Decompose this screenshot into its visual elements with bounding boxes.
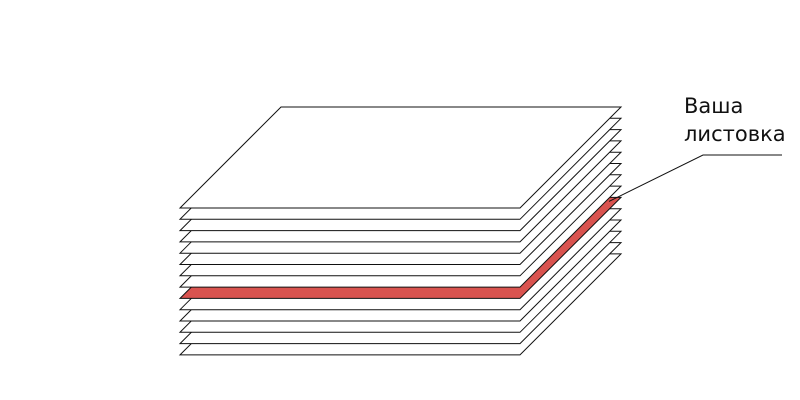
callout-line-2: листовка: [684, 122, 786, 146]
callout-leader-line: [608, 154, 782, 202]
callout-label: Ваша листовка: [684, 92, 786, 148]
sheet: [178, 106, 623, 209]
callout-line-1: Ваша: [684, 94, 744, 118]
